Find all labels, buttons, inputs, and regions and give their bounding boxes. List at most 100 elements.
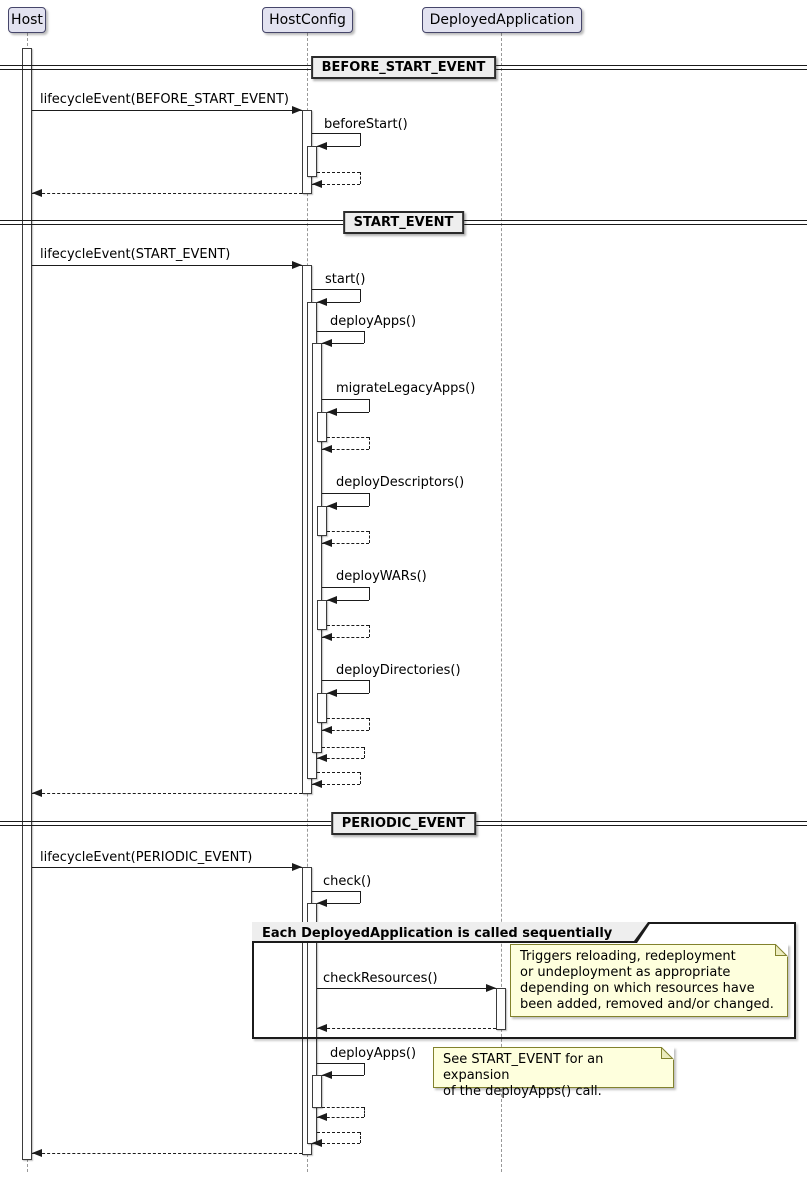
- self-message-line: [317, 302, 360, 303]
- self-message-line: [317, 172, 360, 173]
- participant-host-label: Host: [11, 12, 43, 28]
- activation-bar: [312, 343, 322, 753]
- participant-hostconfig: HostConfig: [262, 7, 353, 33]
- self-message-line: [312, 289, 360, 290]
- arrowhead-left: [327, 502, 337, 510]
- arrowhead-left: [32, 189, 42, 197]
- divider-periodic-event: PERIODIC_EVENT: [330, 812, 477, 835]
- arrowhead-left: [317, 1024, 327, 1032]
- self-message-line: [327, 625, 369, 626]
- self-message-corner: [369, 493, 370, 506]
- self-message-corner: [369, 680, 370, 693]
- self-message-corner: [364, 1063, 365, 1075]
- self-message-line: [327, 531, 369, 532]
- self-message-line: [327, 600, 369, 601]
- divider-label: START_EVENT: [353, 215, 454, 230]
- self-message-corner: [360, 133, 361, 146]
- return-line: [32, 793, 302, 794]
- participant-deployedapplication: DeployedApplication: [422, 7, 582, 33]
- activation-bar: [312, 1075, 322, 1108]
- lifeline-deployedapplication: [501, 33, 502, 1172]
- self-message-corner: [360, 772, 361, 784]
- self-message-line: [317, 1117, 364, 1118]
- self-message-line: [322, 493, 369, 494]
- message-label: deployWARs(): [336, 569, 427, 584]
- self-message-line: [312, 1143, 360, 1144]
- arrowhead-left: [327, 408, 337, 416]
- arrowhead-right: [486, 984, 496, 992]
- self-message-line: [327, 693, 369, 694]
- divider-label: PERIODIC_EVENT: [341, 816, 466, 831]
- self-message-line: [312, 891, 360, 892]
- return-line: [317, 1028, 496, 1029]
- activation-bar: [317, 506, 327, 536]
- arrowhead-right: [292, 863, 302, 871]
- self-message-line: [322, 449, 369, 450]
- message-label: check(): [323, 874, 372, 889]
- self-message-line: [322, 399, 369, 400]
- self-message-corner: [369, 437, 370, 449]
- self-message-line: [312, 133, 360, 134]
- divider-before-start-event: BEFORE_START_EVENT: [310, 56, 497, 79]
- arrowhead-left: [322, 726, 332, 734]
- arrowhead-right: [292, 261, 302, 269]
- self-message-corner: [360, 289, 361, 302]
- self-message-corner: [360, 1132, 361, 1143]
- message-line: [32, 110, 302, 111]
- self-message-line: [322, 343, 364, 344]
- message-label: checkResources(): [323, 971, 438, 986]
- divider-label: BEFORE_START_EVENT: [321, 60, 486, 75]
- self-message-line: [322, 1075, 364, 1076]
- arrowhead-left: [32, 1149, 42, 1157]
- self-message-line: [322, 747, 364, 748]
- group-title: Each DeployedApplication is called seque…: [262, 926, 613, 941]
- self-message-line: [317, 331, 364, 332]
- arrowhead-left: [317, 1113, 327, 1121]
- self-message-line: [322, 587, 369, 588]
- self-message-corner: [364, 747, 365, 758]
- self-message-corner: [364, 1107, 365, 1117]
- note-fold-icon: [661, 1047, 674, 1060]
- self-message-line: [322, 637, 369, 638]
- arrowhead-left: [327, 689, 337, 697]
- self-message-line: [322, 730, 369, 731]
- group-frame: Each DeployedApplication is called seque…: [252, 922, 796, 1039]
- activation-bar: [317, 600, 327, 630]
- message-label: deployDirectories(): [336, 663, 461, 678]
- return-line: [32, 1153, 302, 1154]
- self-message-line: [317, 1132, 360, 1133]
- activation-bar: [307, 146, 317, 177]
- message-line: [32, 867, 302, 868]
- activation-deployedapplication: [496, 988, 506, 1030]
- message-label: lifecycleEvent(PERIODIC_EVENT): [40, 850, 253, 865]
- note-deploy-apps: See START_EVENT for an expansion of the …: [433, 1047, 674, 1099]
- self-message-line: [322, 543, 369, 544]
- message-line: [32, 265, 302, 266]
- group-title-tab: [252, 922, 651, 943]
- arrowhead-left: [312, 180, 322, 188]
- message-label: start(): [325, 272, 366, 287]
- activation-host: [22, 48, 32, 1160]
- message-label: migrateLegacyApps(): [336, 381, 476, 396]
- message-label: deployDescriptors(): [336, 475, 465, 490]
- message-label: lifecycleEvent(START_EVENT): [40, 247, 231, 262]
- arrowhead-left: [312, 780, 322, 788]
- participant-deployedapplication-label: DeployedApplication: [429, 12, 575, 28]
- arrowhead-left: [322, 539, 332, 547]
- self-message-line: [322, 680, 369, 681]
- self-message-line: [327, 506, 369, 507]
- note-text: See START_EVENT for an expansion of the …: [443, 1052, 604, 1099]
- activation-bar: [317, 693, 327, 723]
- self-message-corner: [364, 331, 365, 343]
- arrowhead-left: [322, 339, 332, 347]
- arrowhead-left: [317, 142, 327, 150]
- self-message-line: [327, 412, 369, 413]
- self-message-corner: [369, 531, 370, 543]
- arrowhead-left: [317, 899, 327, 907]
- arrowhead-left: [322, 633, 332, 641]
- participant-hostconfig-label: HostConfig: [269, 12, 346, 28]
- self-message-line: [327, 437, 369, 438]
- self-message-line: [322, 1107, 364, 1108]
- note-text: Triggers reloading, redeployment or unde…: [520, 949, 774, 1012]
